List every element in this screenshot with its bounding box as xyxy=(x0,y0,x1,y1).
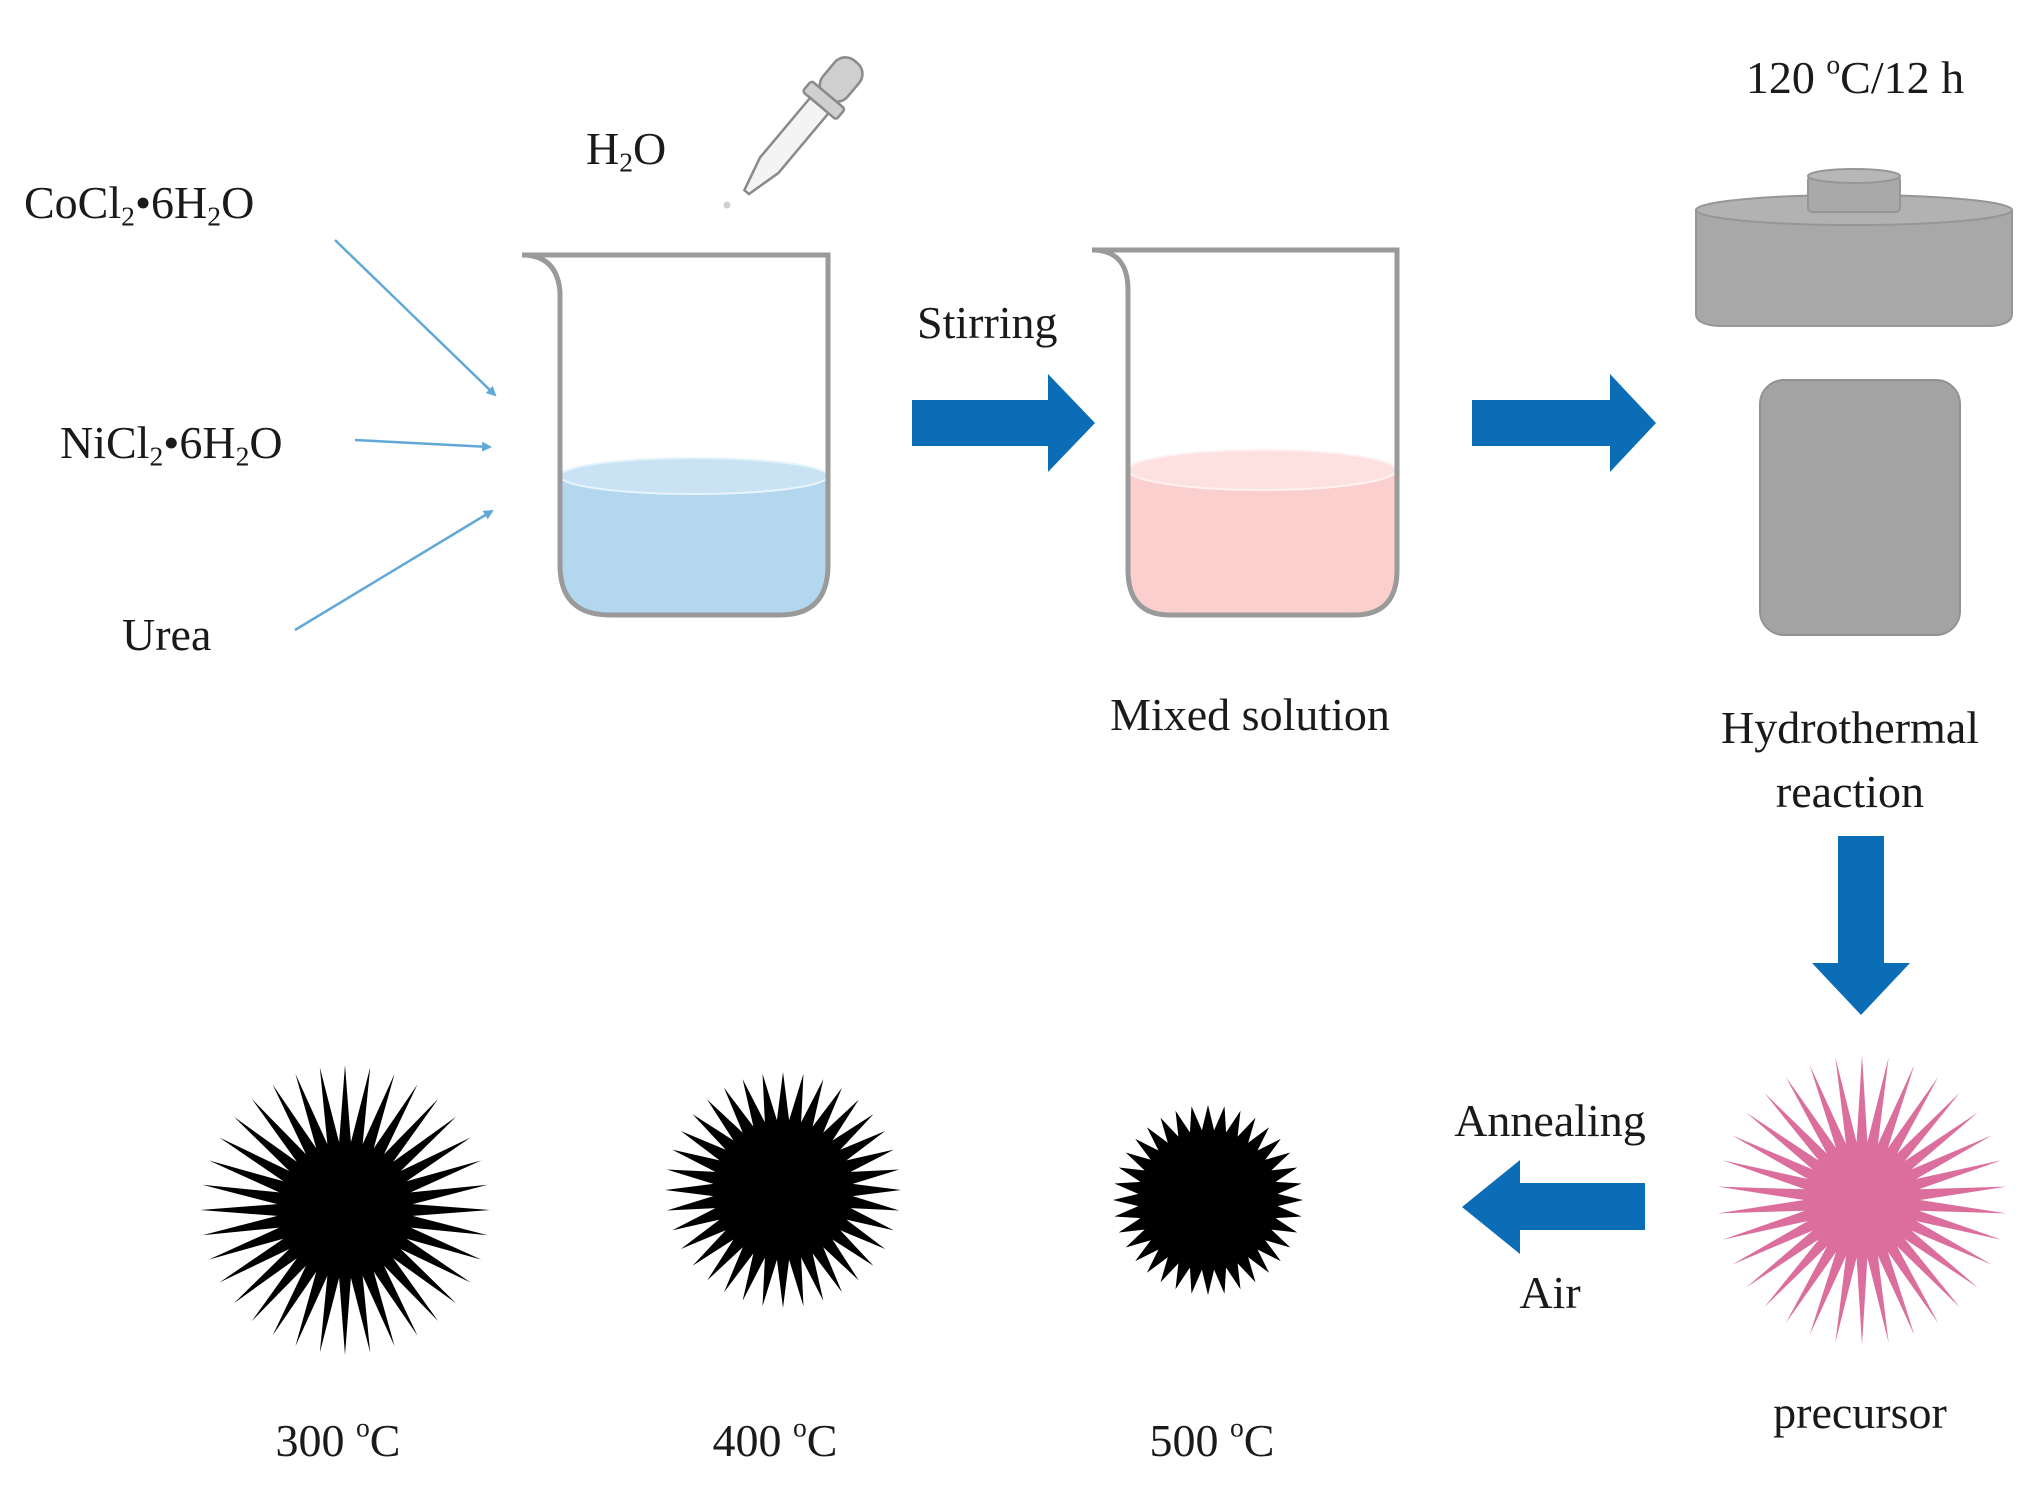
arrow-down xyxy=(1812,836,1910,1015)
beaker-icon xyxy=(521,252,831,618)
product-label-300: 300 oC xyxy=(275,1411,401,1466)
urchin-icon-300 xyxy=(200,1065,490,1355)
air-label: Air xyxy=(1519,1267,1581,1318)
water-label: H2O xyxy=(586,123,667,178)
nicl2-label: NiCl2•6H2O xyxy=(60,417,283,472)
cocl2-label: CoCl2•6H2O xyxy=(24,177,255,232)
mixed-solution-label: Mixed solution xyxy=(1110,689,1390,740)
product-label-400: 400 oC xyxy=(712,1411,838,1466)
beaker-icon xyxy=(1091,247,1400,618)
precursor-label: precursor xyxy=(1773,1387,1947,1438)
stirring-label: Stirring xyxy=(917,297,1058,348)
urchin-icon-500 xyxy=(1113,1105,1303,1295)
reagent-arrow-cocl2 xyxy=(334,239,497,397)
annealing-label: Annealing xyxy=(1454,1095,1646,1146)
dropper-icon xyxy=(742,56,864,196)
arrow-left-annealing xyxy=(1462,1160,1645,1254)
urchin-icon-precursor xyxy=(1717,1055,2007,1345)
product-label-500: 500 oC xyxy=(1149,1411,1275,1466)
autoclave-icon xyxy=(1695,168,2013,636)
arrow-right-autoclave xyxy=(1472,374,1656,472)
urea-label: Urea xyxy=(122,609,212,660)
reagent-arrow-urea xyxy=(294,509,494,632)
urchin-icon-400 xyxy=(665,1072,901,1308)
water-drop xyxy=(723,201,731,209)
reagent-arrow-nicl2 xyxy=(354,438,492,452)
arrow-right-stirring xyxy=(912,374,1095,472)
condition-label: 120 oC/12 h xyxy=(1745,48,1965,103)
